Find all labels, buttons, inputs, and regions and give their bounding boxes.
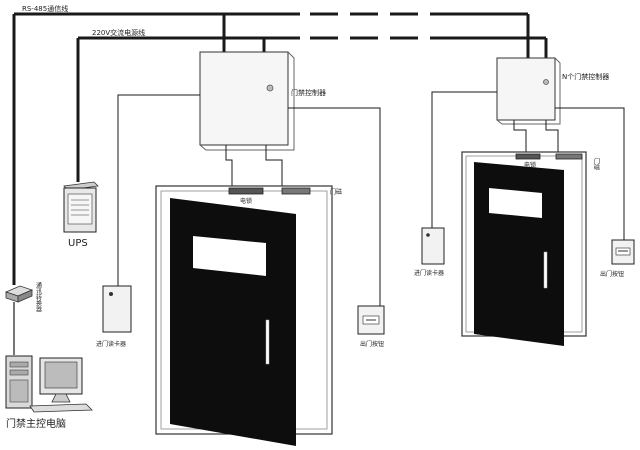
rs485-bus — [12, 12, 530, 285]
door-n — [461, 151, 587, 346]
sensor-n — [555, 153, 583, 160]
power-bus — [76, 36, 548, 182]
rs485-label: RS-485通信线 — [22, 4, 68, 13]
reader-1-label: 进门读卡器 — [96, 340, 126, 348]
controller-n-indicator — [543, 79, 549, 85]
controller-1-label: 门禁控制器 — [291, 88, 326, 97]
door-1-handle — [265, 319, 270, 365]
lock-1 — [228, 187, 264, 195]
door-n-handle — [543, 251, 548, 289]
lock-n-label: 电锁 — [524, 161, 536, 169]
controller-1-indicator — [266, 84, 274, 92]
exit-button-n-label: 出门按钮 — [600, 270, 624, 278]
controller-n-box — [496, 57, 556, 121]
controller-1-wires — [117, 94, 381, 318]
door-1 — [155, 185, 333, 446]
reader-1 — [102, 285, 132, 333]
converter-label: 通讯转换器 — [35, 281, 42, 313]
door-1-window — [193, 236, 266, 276]
host-label: 门禁主控电脑 — [6, 417, 66, 430]
power-label: 220V交流电源线 — [92, 28, 145, 37]
sensor-n-label: 门磁 — [593, 157, 600, 171]
sensor-1-label: 门磁 — [330, 188, 342, 196]
ups — [63, 181, 99, 233]
converter — [4, 285, 34, 303]
host-computer — [5, 355, 93, 413]
ups-label: UPS — [68, 238, 88, 249]
controller-1-box — [199, 51, 289, 146]
door-n-leaf — [474, 162, 564, 346]
sensor-1 — [281, 187, 311, 195]
exit-button-1-label: 出门按钮 — [360, 340, 384, 348]
lock-1-label: 电锁 — [240, 197, 252, 205]
door-n-window — [489, 188, 542, 218]
controller-n-wires — [431, 91, 625, 240]
reader-n-label: 进门读卡器 — [414, 269, 444, 277]
reader-n — [421, 227, 445, 265]
lock-n — [515, 153, 541, 160]
door-1-leaf — [170, 198, 296, 446]
controller-n-label: N个门禁控制器 — [562, 72, 609, 81]
